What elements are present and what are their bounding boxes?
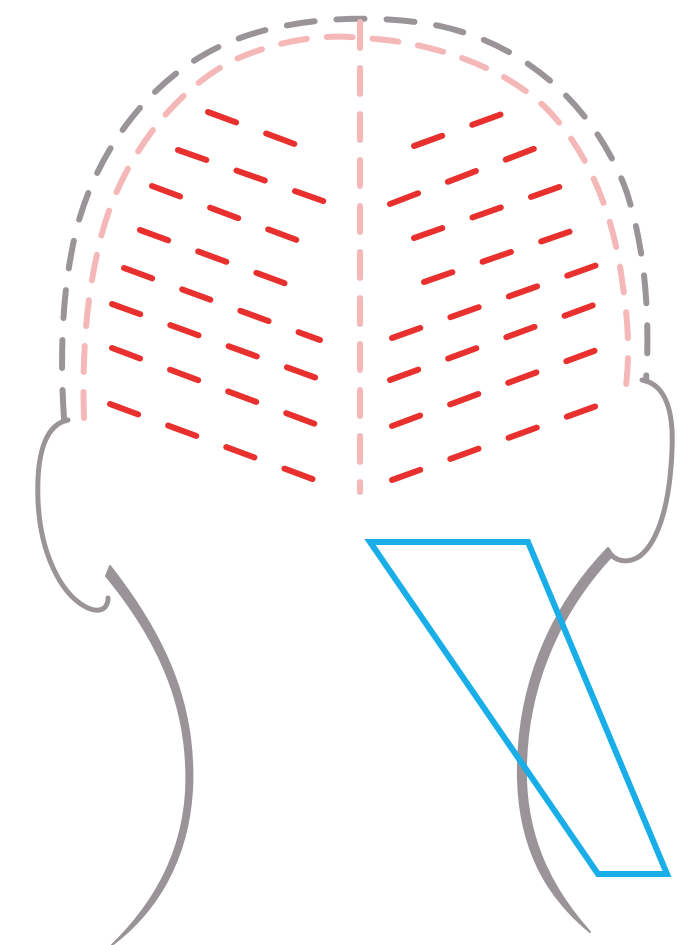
background	[0, 0, 686, 945]
hair-sectioning-diagram	[0, 0, 686, 945]
head-back-view-svg	[0, 0, 686, 945]
